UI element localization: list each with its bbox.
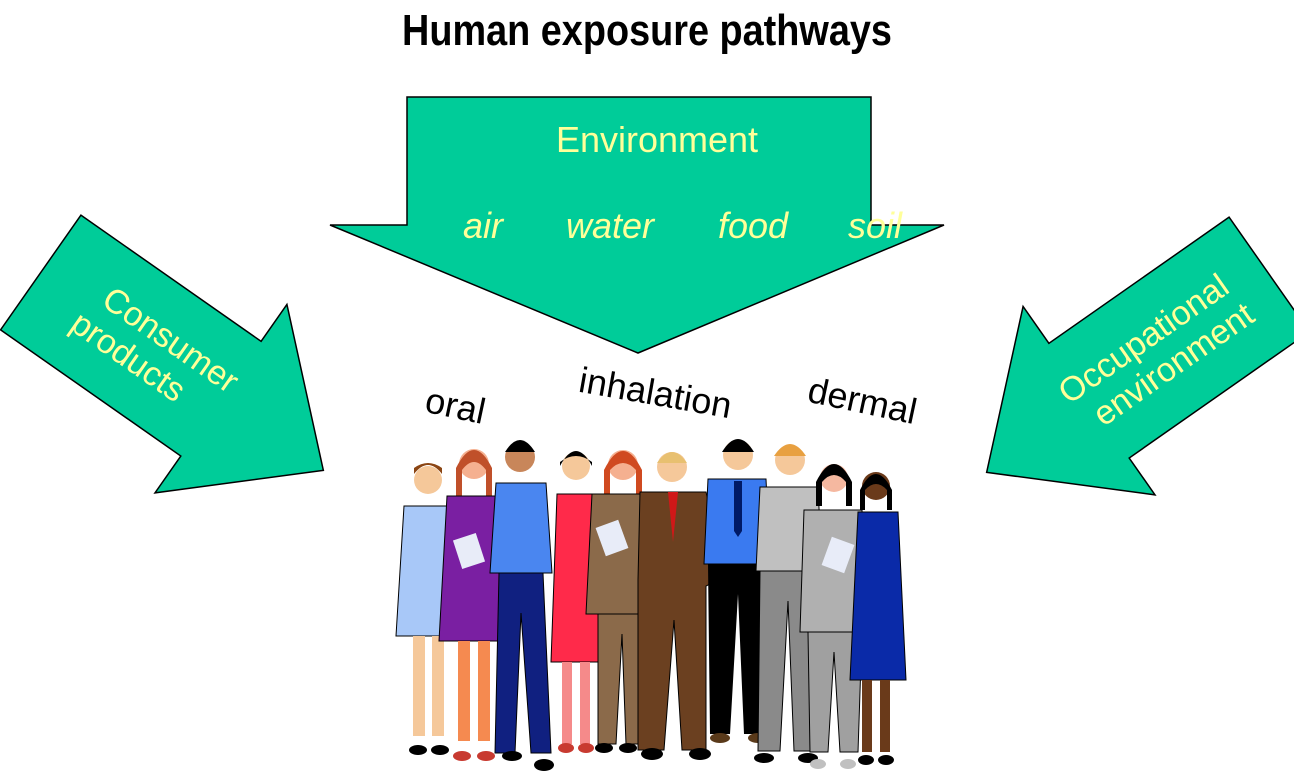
route-dermal: dermal — [804, 369, 920, 432]
medium-air: air — [463, 205, 505, 246]
medium-water: water — [566, 205, 656, 246]
environment-arrow-shape — [329, 96, 945, 354]
medium-food: food — [718, 205, 789, 246]
consumer-products-arrow: Consumer products — [0, 214, 325, 494]
page-title: Human exposure pathways — [402, 6, 892, 55]
person-10 — [849, 472, 907, 765]
occupational-arrow: Occupational environment — [985, 216, 1294, 496]
route-oral: oral — [422, 379, 489, 432]
occupational-arrow-shape — [985, 216, 1294, 496]
person-9 — [799, 464, 867, 769]
route-inhalation: inhalation — [576, 359, 735, 426]
medium-soil: soil — [848, 205, 903, 246]
environment-arrow: Environment air water food soil — [329, 96, 945, 354]
environment-label: Environment — [556, 119, 758, 160]
people-group-illustration — [395, 439, 907, 771]
person-5 — [585, 450, 655, 753]
consumer-arrow-shape — [0, 214, 325, 494]
person-7 — [703, 439, 771, 743]
person-3 — [489, 440, 554, 771]
person-2 — [438, 449, 510, 761]
